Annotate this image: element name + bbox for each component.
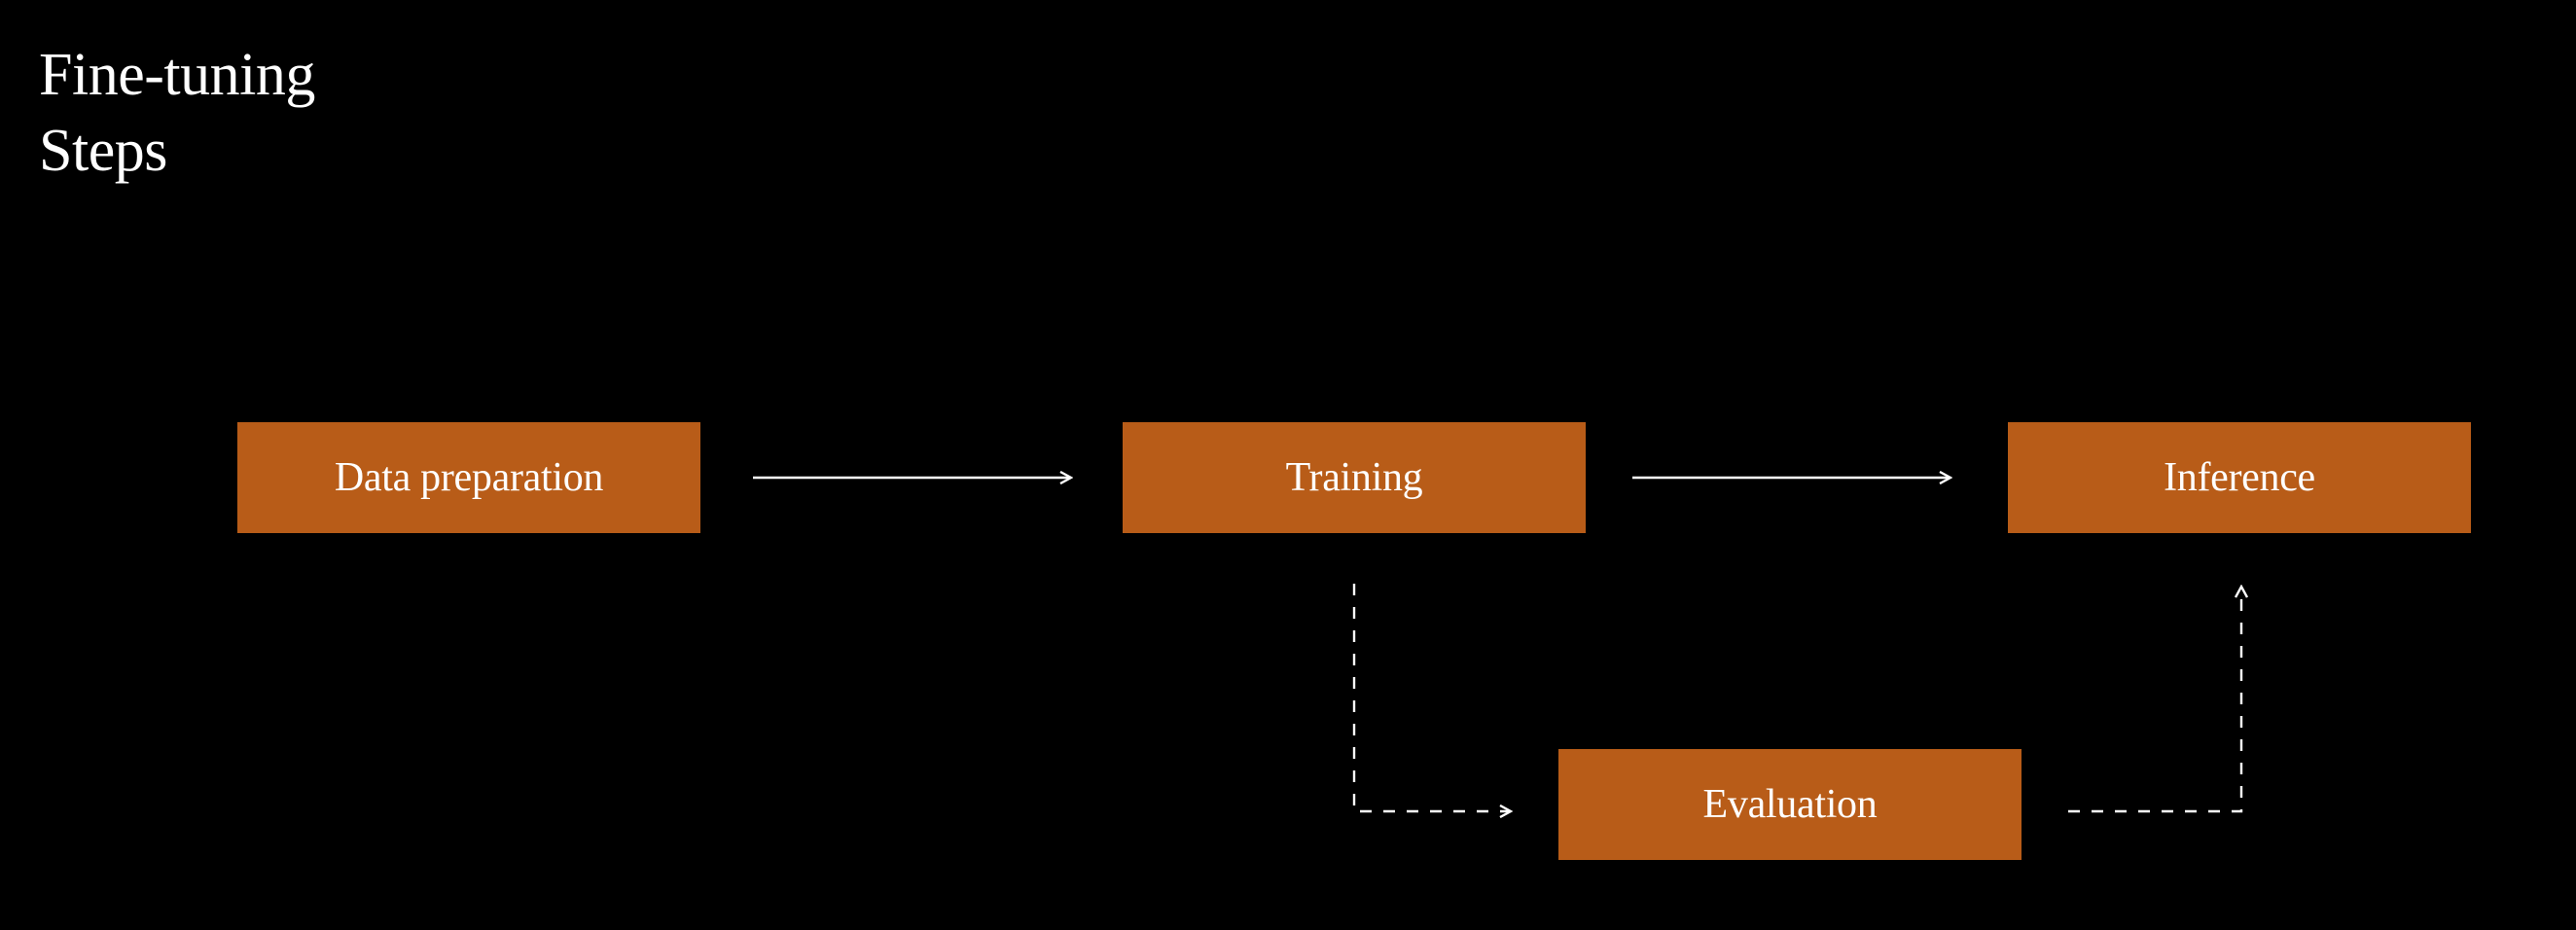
node-training-label: Training: [1285, 455, 1423, 500]
arrow-training-to-evaluation: [1352, 584, 1510, 811]
node-evaluation: Evaluation: [1558, 749, 2021, 860]
title-line-1: Fine-tuning: [39, 42, 315, 108]
node-data-preparation-label: Data preparation: [334, 455, 604, 500]
node-inference-label: Inference: [2164, 455, 2315, 500]
node-inference: Inference: [2008, 422, 2471, 533]
node-data-preparation: Data preparation: [237, 422, 700, 533]
diagram-title: Fine-tuning Steps: [39, 37, 315, 189]
arrow-evaluation-to-inference: [2068, 588, 2241, 813]
title-line-2: Steps: [39, 118, 167, 184]
node-evaluation-label: Evaluation: [1702, 782, 1878, 827]
node-training: Training: [1123, 422, 1586, 533]
